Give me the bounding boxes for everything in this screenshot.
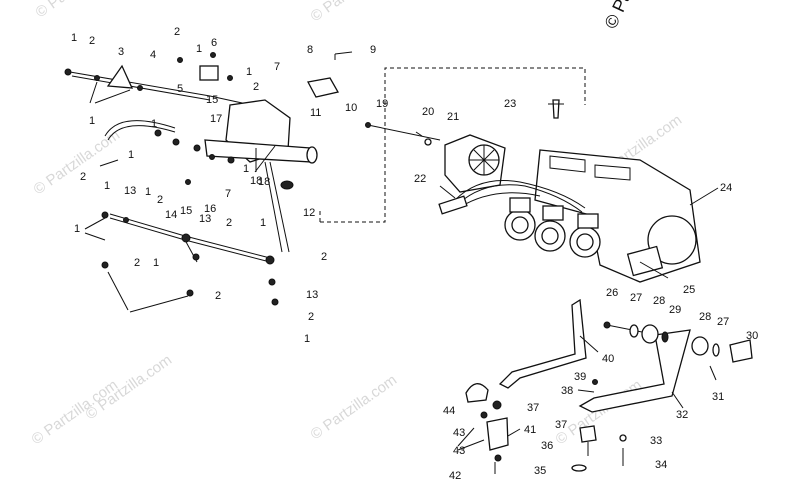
- callout: 1: [151, 118, 157, 130]
- engine-assembly: [365, 99, 719, 283]
- watermark: © Partzilla.com: [308, 0, 401, 25]
- callout: 2: [80, 171, 86, 183]
- callout: 1: [89, 115, 95, 127]
- callout: 2: [253, 81, 259, 93]
- callout: 6: [211, 37, 217, 49]
- callout: 1: [304, 333, 310, 345]
- callout: 32: [676, 409, 688, 421]
- callout: 18: [250, 175, 262, 187]
- callout: 2: [134, 257, 140, 269]
- callout: 22: [414, 173, 426, 185]
- watermark: © Partzilla.com: [33, 0, 126, 21]
- callout-labels: 1 2 3 4 2 1 6 1 5 1 15 2 7 8 9 10 11 17 …: [71, 26, 758, 482]
- callout: 3: [118, 46, 124, 58]
- callout: 27: [717, 316, 729, 328]
- callout: 20: [422, 106, 434, 118]
- callout: 40: [602, 353, 614, 365]
- callout: 2: [226, 217, 232, 229]
- callout: 2: [215, 290, 221, 302]
- callout: 24: [720, 182, 732, 194]
- callout: 1: [246, 66, 252, 78]
- callout: 31: [712, 391, 724, 403]
- callout: 28: [699, 311, 711, 323]
- callout: 1: [128, 149, 134, 161]
- carburetor-group: [504, 197, 601, 258]
- callout: 13: [124, 185, 136, 197]
- callout: 42: [449, 470, 461, 482]
- callout: 1: [74, 223, 80, 235]
- callout: 43: [453, 427, 465, 439]
- callout: 9: [370, 44, 376, 56]
- callout: 14: [165, 209, 177, 221]
- callout: 38: [561, 385, 573, 397]
- callout: 26: [606, 287, 618, 299]
- callout: 1: [260, 217, 266, 229]
- callout: 4: [150, 49, 156, 61]
- watermark: © Partzilla.com: [308, 371, 401, 443]
- callout: 19: [376, 98, 388, 110]
- callout: 7: [274, 61, 280, 73]
- callout: 18: [258, 176, 270, 188]
- callout: 28: [653, 295, 665, 307]
- callout: 17: [210, 113, 222, 125]
- callout: 23: [504, 98, 516, 110]
- callout: 2: [89, 35, 95, 47]
- callout: 7: [225, 188, 231, 200]
- callout: 21: [447, 111, 459, 123]
- callout: 37: [555, 419, 567, 431]
- callout: 1: [71, 32, 77, 44]
- callout: 43: [453, 445, 465, 457]
- callout: 11: [310, 107, 321, 119]
- callout: 2: [321, 251, 327, 263]
- callout: 12: [303, 207, 315, 219]
- callout: 27: [630, 292, 642, 304]
- callout: 2: [157, 194, 163, 206]
- callout: 2: [174, 26, 180, 38]
- callout: 1: [104, 180, 110, 192]
- linkage-assembly: [64, 51, 353, 313]
- callout: 35: [534, 465, 546, 477]
- callout: 8: [307, 44, 313, 56]
- callout: 13: [199, 213, 211, 225]
- callout: 1: [243, 163, 249, 175]
- callout: 2: [308, 311, 314, 323]
- callout: 13: [306, 289, 318, 301]
- callout: 44: [443, 405, 455, 417]
- callout: 1: [153, 257, 159, 269]
- callout: 5: [177, 83, 183, 95]
- callout: 15: [206, 94, 218, 106]
- callout: 36: [541, 440, 553, 452]
- callout: 1: [196, 43, 202, 55]
- callout: 30: [746, 330, 758, 342]
- callout: 41: [524, 424, 536, 436]
- callout: 34: [655, 459, 667, 471]
- callout: 29: [669, 304, 681, 316]
- mount-brackets: [457, 298, 753, 474]
- callout: 10: [345, 102, 357, 114]
- corner-watermark: © Pa: [600, 0, 636, 32]
- callout: 1: [145, 186, 151, 198]
- callout: 37: [527, 402, 539, 414]
- callout: 39: [574, 371, 586, 383]
- callout: 33: [650, 435, 662, 447]
- callout: 15: [180, 205, 192, 217]
- callout: 25: [683, 284, 695, 296]
- callout: 16: [204, 203, 216, 215]
